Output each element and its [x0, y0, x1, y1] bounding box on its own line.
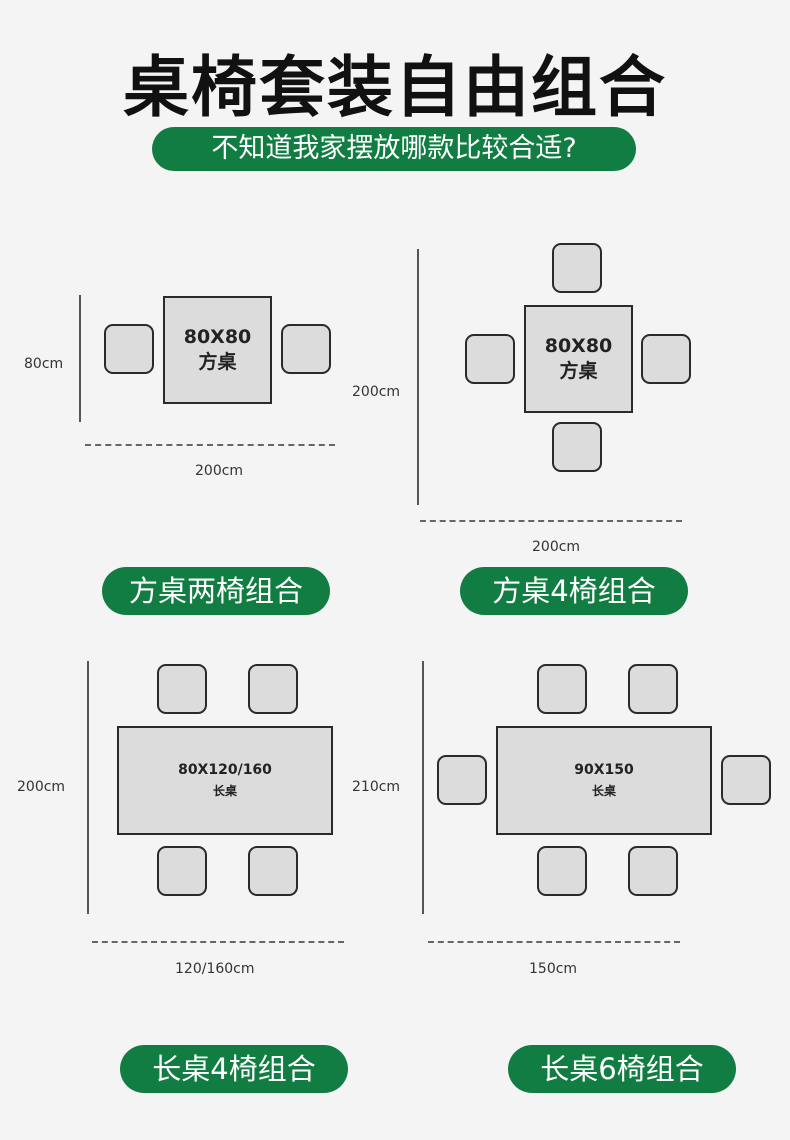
layout-label-badge: 长桌4椅组合 [120, 1045, 348, 1093]
table-size-label: 80X80 [544, 335, 613, 357]
chair [537, 846, 587, 896]
width-dimension-label: 150cm [529, 961, 578, 977]
chair [281, 324, 331, 374]
chair [104, 324, 154, 374]
layout-label-badge: 长桌6椅组合 [508, 1045, 736, 1093]
chair [628, 846, 678, 896]
chair [248, 664, 298, 714]
height-dimension-line [87, 661, 89, 914]
table-type-label: 长桌 [212, 783, 237, 798]
square-table: 80X80 方桌 [163, 296, 272, 404]
chair [721, 755, 771, 805]
square-table: 80X80 方桌 [524, 305, 633, 413]
chair [157, 846, 207, 896]
table-size-label: 80X120/160 [178, 761, 272, 778]
width-dimension-line [420, 520, 682, 522]
chair [465, 334, 515, 384]
layout-label-badge: 方桌4椅组合 [460, 567, 688, 615]
table-size-label: 90X150 [574, 761, 634, 778]
table-type-label: 方桌 [559, 360, 598, 382]
width-dimension-label: 200cm [532, 539, 581, 555]
height-dimension-label: 210cm [352, 779, 401, 795]
height-dimension-line [79, 295, 81, 422]
table-type-label: 长桌 [591, 783, 616, 798]
chair [157, 664, 207, 714]
chair [437, 755, 487, 805]
chair [248, 846, 298, 896]
long-table: 80X120/160 长桌 [117, 726, 333, 835]
subtitle-badge: 不知道我家摆放哪款比较合适? [152, 127, 636, 171]
width-dimension-line [92, 941, 344, 943]
width-dimension-label: 120/160cm [175, 961, 255, 977]
chair [628, 664, 678, 714]
chair [552, 243, 602, 293]
table-type-label: 方桌 [198, 351, 237, 373]
chair [552, 422, 602, 472]
height-dimension-label: 200cm [352, 384, 401, 400]
height-dimension-line [417, 249, 419, 505]
chair [641, 334, 691, 384]
height-dimension-label: 200cm [17, 779, 66, 795]
width-dimension-line [85, 444, 335, 446]
chair [537, 664, 587, 714]
width-dimension-label: 200cm [195, 463, 244, 479]
long-table: 90X150 长桌 [496, 726, 712, 835]
height-dimension-line [422, 661, 424, 914]
height-dimension-label: 80cm [24, 356, 64, 372]
width-dimension-line [428, 941, 680, 943]
table-size-label: 80X80 [183, 326, 252, 348]
page-title: 桌椅套装自由组合 [123, 49, 667, 126]
layout-label-badge: 方桌两椅组合 [102, 567, 330, 615]
